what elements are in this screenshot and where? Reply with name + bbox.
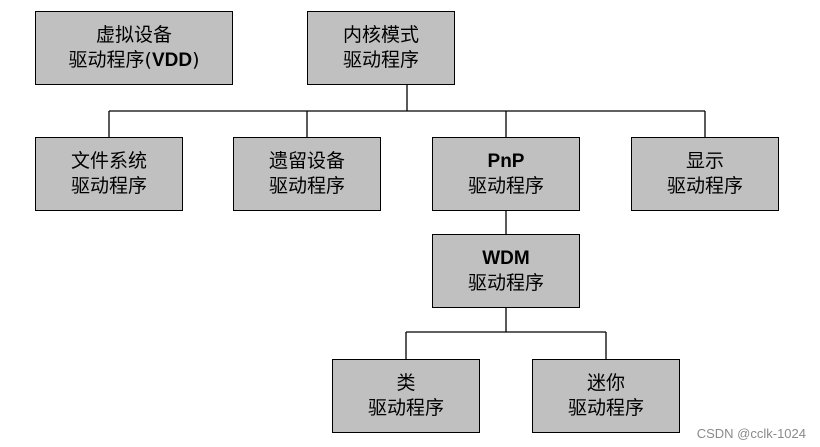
node-label-line2: 驱动程序 bbox=[467, 175, 544, 197]
node-label-abbrev: VDD bbox=[151, 50, 193, 71]
node-label-line1: 文件系统 bbox=[70, 150, 147, 172]
node-label-prefix: 驱动程序( bbox=[68, 49, 152, 71]
node-label-line1: 迷你 bbox=[586, 372, 625, 394]
node-label-line2: 驱动程序 bbox=[367, 397, 444, 419]
node-label-suffix: ) bbox=[192, 49, 200, 71]
node-label-line2: 驱动程序 bbox=[567, 397, 644, 419]
node-label-line1: WDM bbox=[482, 248, 530, 269]
node-label-line2: 驱动程序 bbox=[467, 272, 544, 294]
node-label-line1: 显示 bbox=[685, 150, 724, 172]
node-label-line1: 虚拟设备 bbox=[95, 24, 172, 46]
watermark: CSDN @cclk-1024 bbox=[696, 426, 806, 441]
node-label-line2: 驱动程序 bbox=[342, 49, 419, 71]
node-display-driver: 显示 驱动程序 bbox=[631, 137, 779, 211]
node-virtual-device-driver: 虚拟设备 驱动程序(VDD) bbox=[35, 11, 233, 85]
node-label-line1: 遗留设备 bbox=[268, 150, 345, 172]
node-label-line1: PnP bbox=[487, 151, 525, 172]
node-label-line2: 驱动程序(VDD) bbox=[69, 48, 200, 73]
node-class-driver: 类 驱动程序 bbox=[332, 359, 480, 433]
node-label-line2: 驱动程序 bbox=[666, 175, 743, 197]
node-label-line2: 驱动程序 bbox=[70, 175, 147, 197]
node-label-line1: 内核模式 bbox=[342, 24, 419, 46]
node-label-line1: 类 bbox=[396, 372, 416, 394]
node-kernel-mode-driver: 内核模式 驱动程序 bbox=[307, 11, 455, 85]
node-label-line2: 驱动程序 bbox=[268, 175, 345, 197]
node-wdm-driver: WDM 驱动程序 bbox=[432, 234, 580, 308]
node-pnp-driver: PnP 驱动程序 bbox=[432, 137, 580, 211]
node-filesystem-driver: 文件系统 驱动程序 bbox=[35, 137, 183, 211]
node-mini-driver: 迷你 驱动程序 bbox=[532, 359, 680, 433]
node-legacy-device-driver: 遗留设备 驱动程序 bbox=[233, 137, 381, 211]
